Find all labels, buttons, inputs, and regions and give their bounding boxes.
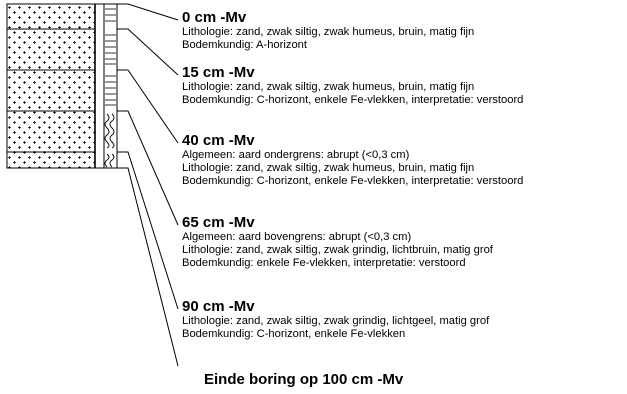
layer-description: 15 cm -Mv Lithologie: zand, zwak siltig,… [182, 64, 523, 107]
end-of-boring-label: Einde boring op 100 cm -Mv [204, 371, 403, 388]
layer-description-line: Lithologie: zand, zwak siltig, zwak grin… [182, 244, 493, 257]
layer-depth-label: 0 cm -Mv [182, 9, 474, 26]
layer-description-line: Algemeen: aard ondergrens: abrupt (<0,3 … [182, 149, 523, 162]
layer-description-line: Bodemkundig: C-horizont, enkele Fe-vlekk… [182, 94, 523, 107]
connector-lines [117, 4, 178, 366]
layer-description-line: Lithologie: zand, zwak siltig, zwak hume… [182, 81, 523, 94]
layer-description: 65 cm -Mv Algemeen: aard bovengrens: abr… [182, 214, 493, 269]
layer-description-line: Lithologie: zand, zwak siltig, zwak hume… [182, 26, 474, 39]
layer-description-line: Lithologie: zand, zwak siltig, zwak hume… [182, 162, 523, 175]
layer-description-line: Algemeen: aard bovengrens: abrupt (<0,3 … [182, 231, 493, 244]
layer-description-line: Bodemkundig: A-horizont [182, 39, 474, 52]
layer-description: 0 cm -Mv Lithologie: zand, zwak siltig, … [182, 9, 474, 52]
layer-depth-label: 90 cm -Mv [182, 298, 489, 315]
layer-description: 90 cm -Mv Lithologie: zand, zwak siltig,… [182, 298, 489, 341]
layer-depth-label: 65 cm -Mv [182, 214, 493, 231]
layer-description-line: Bodemkundig: enkele Fe-vlekken, interpre… [182, 257, 493, 270]
soil-column [104, 4, 117, 168]
layer-depth-label: 40 cm -Mv [182, 132, 523, 149]
layer-description-line: Bodemkundig: C-horizont, enkele Fe-vlekk… [182, 328, 489, 341]
layer-description-line: Bodemkundig: C-horizont, enkele Fe-vlekk… [182, 175, 523, 188]
layer-description-line: Lithologie: zand, zwak siltig, zwak grin… [182, 315, 489, 328]
admixture-column [95, 4, 104, 168]
layer-description: 40 cm -Mv Algemeen: aard ondergrens: abr… [182, 132, 523, 187]
layer-depth-label: 15 cm -Mv [182, 64, 523, 81]
